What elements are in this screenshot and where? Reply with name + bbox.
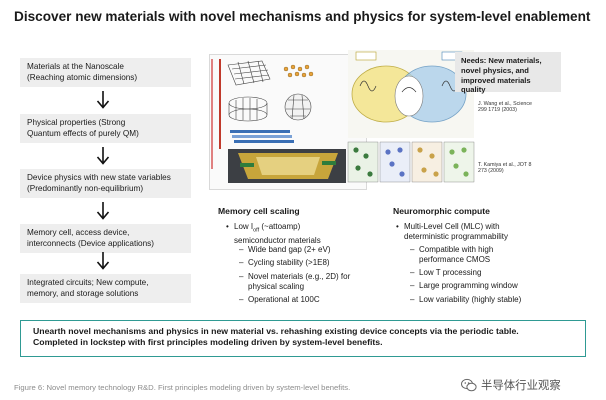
- needs-callout: Needs: New materials, novel physics, and…: [455, 52, 561, 94]
- down-arrow-icon: [96, 202, 110, 220]
- memory-cell-heading: Memory cell scaling: [218, 206, 300, 216]
- nanomaterials-figure: [209, 54, 367, 190]
- page-title: Discover new materials with novel mechan…: [14, 9, 591, 24]
- wechat-logo-icon: [461, 378, 477, 392]
- neuromorphic-sub-item: Compatible with high performance CMOS: [410, 245, 570, 266]
- flow-step-materials: Materials at the Nanoscale (Reaching ato…: [20, 58, 191, 88]
- nanomaterials-illustration: [211, 59, 346, 183]
- flow-step-integrated-circuits: Integrated circuits; New compute, memory…: [20, 274, 191, 304]
- citation-kamiya: T. Kamiya et al., JOT 8 273 (2009): [478, 162, 532, 175]
- watermark: 半导体行业观察: [461, 377, 561, 393]
- memory-cell-sub-item: Wide band gap (2+ eV): [239, 245, 389, 256]
- flow-step-memory-cell: Memory cell, access device, interconnect…: [20, 224, 191, 254]
- down-arrow-icon: [96, 91, 110, 109]
- neuromorphic-bullet: Multi-Level Cell (MLC) with deterministi…: [396, 222, 566, 243]
- down-arrow-icon: [96, 252, 110, 270]
- watermark-text: 半导体行业观察: [481, 380, 561, 392]
- summary-callout: Unearth novel mechanisms and physics in …: [20, 320, 586, 357]
- memory-cell-bullet: Low Ioff (~attoamp) semiconductor materi…: [226, 222, 386, 246]
- multiferroic-figure: [346, 46, 476, 186]
- citation-wang: J. Wang et al., Science 299 1719 (2003): [478, 101, 532, 114]
- flow-step-physical-properties: Physical properties (Strong Quantum effe…: [20, 114, 191, 144]
- neuromorphic-heading: Neuromorphic compute: [393, 206, 490, 216]
- venn-and-crystal-illustration: [347, 50, 475, 183]
- memory-cell-sub-item: Cycling stability (>1E8): [239, 258, 389, 269]
- neuromorphic-sub-item: Low variability (highly stable): [410, 295, 570, 306]
- neuromorphic-sub-item: Low T processing: [410, 268, 570, 279]
- down-arrow-icon: [96, 147, 110, 165]
- memory-cell-sub-item: Operational at 100C: [239, 295, 389, 306]
- neuromorphic-sub-item: Large programming window: [410, 281, 570, 292]
- memory-cell-sub-item: Novel materials (e.g., 2D) for physical …: [239, 272, 389, 293]
- figure-caption: Figure 6: Novel memory technology R&D. F…: [14, 383, 351, 392]
- flow-step-device-physics: Device physics with new state variables …: [20, 169, 191, 199]
